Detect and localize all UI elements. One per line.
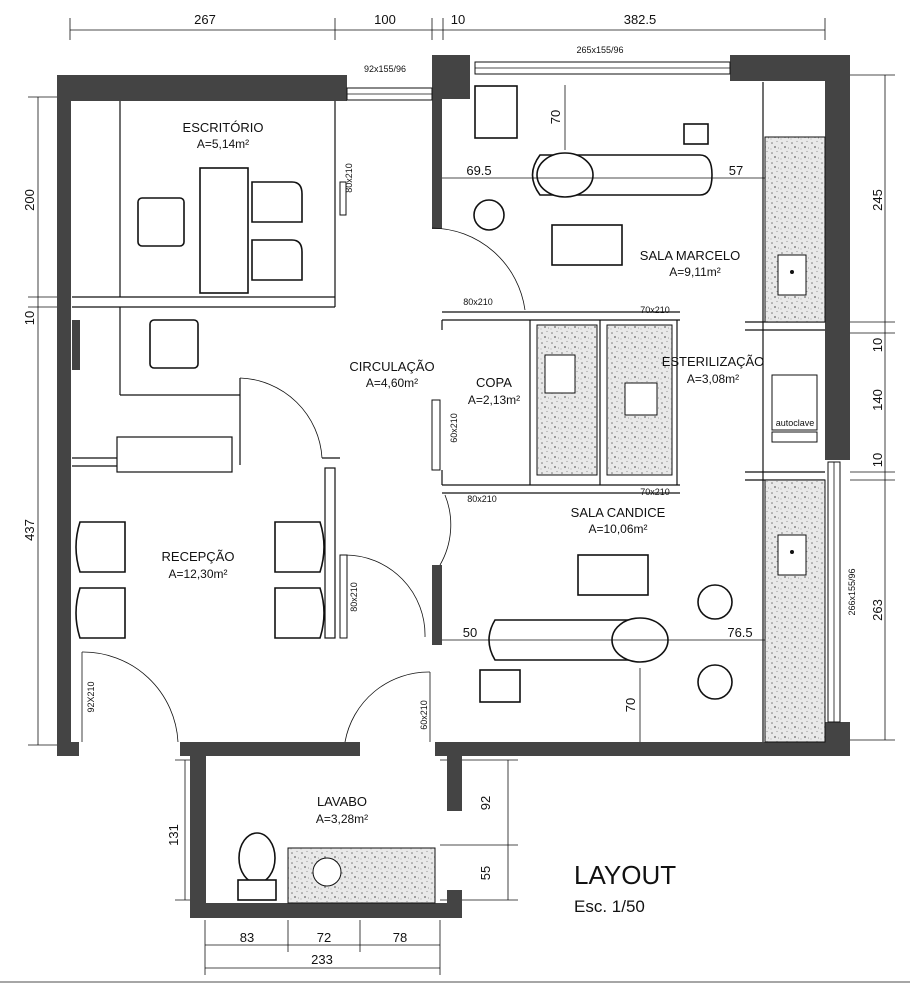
plan-title: LAYOUT bbox=[574, 860, 676, 890]
window-right-label: 266x155/96 bbox=[847, 568, 857, 615]
dim-bottom-233: 233 bbox=[311, 952, 333, 967]
room-lavabo-name: LAVABO bbox=[317, 794, 367, 809]
dimension-lines bbox=[0, 18, 910, 983]
door-copa-label: 60x210 bbox=[449, 413, 459, 443]
room-lavabo-area: A=3,28m² bbox=[316, 812, 368, 826]
dim-right-263: 263 bbox=[870, 599, 885, 621]
dim-left-10: 10 bbox=[22, 311, 37, 325]
room-circulacao-name: CIRCULAÇÃO bbox=[349, 359, 434, 374]
door-entrance-label: 92X210 bbox=[86, 681, 96, 712]
dim-marcelo-57: 57 bbox=[729, 163, 743, 178]
room-recepcao-name: RECEPÇÃO bbox=[162, 549, 235, 564]
dim-candice-70: 70 bbox=[623, 698, 638, 712]
dim-bottom-83: 83 bbox=[240, 930, 254, 945]
door-lavabo-label: 60x210 bbox=[419, 700, 429, 730]
room-sala-marcelo-area: A=9,11m² bbox=[669, 265, 720, 279]
room-circulacao-area: A=4,60m² bbox=[366, 376, 418, 390]
dim-left-200: 200 bbox=[22, 189, 37, 211]
door-escritorio-label: 80x210 bbox=[344, 163, 354, 193]
dim-right-140: 140 bbox=[870, 389, 885, 411]
room-escritorio-name: ESCRITÓRIO bbox=[183, 120, 264, 135]
dimension-labels: 267 100 10 382.5 200 10 437 245 10 140 1… bbox=[22, 12, 885, 967]
door-marcelo-label: 80x210 bbox=[463, 297, 493, 307]
inner-dimensions bbox=[442, 85, 765, 742]
door-esterilizacao-top-label: 70x210 bbox=[640, 305, 670, 315]
room-escritorio-area: A=5,14m² bbox=[197, 137, 249, 151]
door-circ-bottom-label: 80x210 bbox=[467, 494, 497, 504]
dim-candice-50: 50 bbox=[463, 625, 477, 640]
dim-lavabo-92: 92 bbox=[478, 796, 493, 810]
dim-top-10: 10 bbox=[451, 12, 465, 27]
door-esterilizacao-bottom-label: 70x210 bbox=[640, 487, 670, 497]
dim-lavabo-131: 131 bbox=[166, 824, 181, 846]
room-sala-marcelo-name: SALA MARCELO bbox=[640, 248, 740, 263]
room-sala-candice-name: SALA CANDICE bbox=[571, 505, 666, 520]
room-labels: ESCRITÓRIO A=5,14m² CIRCULAÇÃO A=4,60m² … bbox=[162, 120, 765, 826]
dim-left-437: 437 bbox=[22, 519, 37, 541]
walls bbox=[57, 55, 850, 918]
dim-top-267: 267 bbox=[194, 12, 216, 27]
window-top-left-label: 92x155/96 bbox=[364, 64, 406, 74]
dim-candice-76: 76.5 bbox=[727, 625, 752, 640]
dim-bottom-72: 72 bbox=[317, 930, 331, 945]
dim-lavabo-55: 55 bbox=[478, 866, 493, 880]
window-top-right-label: 265x155/96 bbox=[576, 45, 623, 55]
dim-marcelo-70: 70 bbox=[548, 110, 563, 124]
opening-labels: 92x155/96 265x155/96 266x155/96 80x210 8… bbox=[86, 45, 857, 730]
counters bbox=[287, 136, 826, 904]
room-esterilizacao-name: ESTERILIZAÇÃO bbox=[662, 354, 765, 369]
room-sala-candice-area: A=10,06m² bbox=[588, 522, 647, 536]
room-copa-name: COPA bbox=[476, 375, 512, 390]
dim-right-10a: 10 bbox=[870, 338, 885, 352]
autoclave-label: autoclave bbox=[776, 418, 815, 428]
dim-bottom-78: 78 bbox=[393, 930, 407, 945]
room-recepcao-area: A=12,30m² bbox=[168, 567, 227, 581]
room-esterilizacao-area: A=3,08m² bbox=[687, 372, 739, 386]
dim-top-100: 100 bbox=[374, 12, 396, 27]
dim-right-245: 245 bbox=[870, 189, 885, 211]
dim-marcelo-69: 69.5 bbox=[466, 163, 491, 178]
plan-scale: Esc. 1/50 bbox=[574, 897, 645, 916]
dim-top-382: 382.5 bbox=[624, 12, 657, 27]
door-recepcao-label: 80x210 bbox=[349, 582, 359, 612]
door-swings bbox=[81, 181, 526, 743]
dim-right-10b: 10 bbox=[870, 453, 885, 467]
room-copa-area: A=2,13m² bbox=[468, 393, 520, 407]
title-block: LAYOUT Esc. 1/50 bbox=[574, 860, 676, 916]
